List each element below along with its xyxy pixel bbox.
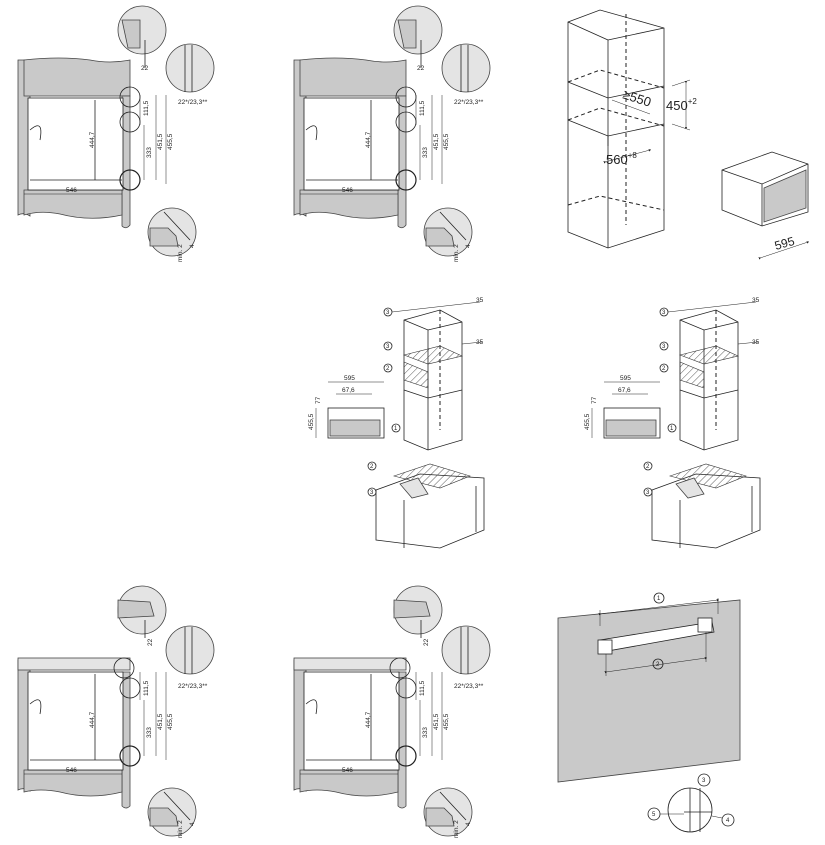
callout-1: 1 xyxy=(670,426,674,432)
callout-1: 1 xyxy=(657,596,661,602)
dim-333: 333 xyxy=(422,727,429,738)
dim-35b: 35 xyxy=(476,339,484,346)
dim-333: 333 xyxy=(146,147,153,158)
dim-455: 455,5 xyxy=(167,713,174,730)
tall-cabinet xyxy=(567,9,665,249)
dim-4: 4 xyxy=(189,822,196,826)
dim-77: 77 xyxy=(315,396,322,404)
dim-min2: min. 2 xyxy=(177,244,184,262)
dim-111: 111,5 xyxy=(143,680,150,696)
dim-35b: 35 xyxy=(752,339,760,346)
dim-333: 333 xyxy=(422,147,429,158)
dim-77: 77 xyxy=(591,396,598,404)
svg-text:2: 2 xyxy=(646,464,650,470)
dim-min2: min. 2 xyxy=(453,820,460,838)
detail-right xyxy=(165,43,215,93)
dim-676: 67,6 xyxy=(618,387,631,394)
dim-546: 546 xyxy=(66,767,77,774)
dim-444: 444,7 xyxy=(89,131,96,148)
dim-444: 444,7 xyxy=(365,711,372,728)
dim-35a: 35 xyxy=(476,297,484,304)
panel-bottom-right: 1 2 3 4 5 xyxy=(557,592,741,833)
callout-2: 2 xyxy=(386,366,390,372)
appliance-width-dim: 595 xyxy=(773,234,796,253)
dim-111: 111,5 xyxy=(419,680,426,696)
dim-22: 22 xyxy=(147,638,154,646)
dim-546: 546 xyxy=(342,767,353,774)
dim-4555: 455,5 xyxy=(584,413,591,430)
callout-3: 3 xyxy=(702,778,706,784)
dim-gap: 22*/23,3** xyxy=(454,683,484,690)
dim-451: 451,5 xyxy=(157,133,164,150)
callout-3: 3 xyxy=(386,310,390,316)
dim-444: 444,7 xyxy=(365,131,372,148)
cabinet-base xyxy=(23,189,123,219)
cabinet-right-wall xyxy=(121,95,131,229)
dim-546: 546 xyxy=(66,187,77,194)
dim-111: 111,5 xyxy=(143,100,150,116)
dim-451: 451,5 xyxy=(157,713,164,730)
appliance-front xyxy=(27,97,124,191)
dim-4: 4 xyxy=(465,244,472,248)
panel-mid-right: 595 67,6 77 455,5 1 3 3 2 35 35 2 3 xyxy=(584,297,761,549)
dim-4555: 455,5 xyxy=(308,413,315,430)
dim-455: 455,5 xyxy=(443,713,450,730)
dim-333: 333 xyxy=(146,727,153,738)
dim-22: 22 xyxy=(417,65,425,72)
dim-gap: 22*/23,3** xyxy=(178,99,208,106)
dim-676: 67,6 xyxy=(342,387,355,394)
door-arc xyxy=(29,125,42,141)
width-dim: 560+8 xyxy=(606,151,637,167)
panel-top-middle: 22 22*/23,3** 111,5 333 451,5 455,5 444,… xyxy=(293,5,491,262)
dim-35a: 35 xyxy=(752,297,760,304)
svg-text:3: 3 xyxy=(646,490,650,496)
dim-455: 455,5 xyxy=(443,133,450,150)
panel-bottom-left: 22 22*/23,3** 111,5 333 451,5 455,5 444,… xyxy=(17,585,215,838)
cabinet-top-board xyxy=(23,57,131,97)
panel-top-left: 22 22*/23,3** 111,5 333 451,5 455,5 444,… xyxy=(17,5,215,262)
callout-5: 5 xyxy=(652,812,656,818)
dim-min2: min. 2 xyxy=(177,820,184,838)
dim-595: 595 xyxy=(344,375,355,382)
dim-min2: min. 2 xyxy=(453,244,460,262)
svg-text:3: 3 xyxy=(662,344,666,350)
callout-4: 4 xyxy=(726,818,730,824)
svg-text:2: 2 xyxy=(370,464,374,470)
dim-22: 22 xyxy=(141,65,149,72)
dim-444: 444,7 xyxy=(89,711,96,728)
panel-mid-middle: 595 67,6 77 455,5 1 3 3 2 35 35 2 3 xyxy=(308,297,485,549)
dim-22: 22 xyxy=(423,638,430,646)
dim-455: 455,5 xyxy=(167,133,174,150)
callout-3: 3 xyxy=(662,310,666,316)
callout-2: 2 xyxy=(656,662,660,668)
callout-2: 2 xyxy=(662,366,666,372)
dim-595: 595 xyxy=(620,375,631,382)
dim-4: 4 xyxy=(189,244,196,248)
dim-546: 546 xyxy=(342,187,353,194)
dim-451: 451,5 xyxy=(433,713,440,730)
dim-gap: 22*/23,3** xyxy=(178,683,208,690)
svg-text:3: 3 xyxy=(386,344,390,350)
height-dim: 450+2 xyxy=(666,97,697,113)
dim-4: 4 xyxy=(465,822,472,826)
panel-bottom-middle: 22 22*/23,3** 111,5 333 451,5 455,5 444,… xyxy=(293,585,491,838)
dim-451: 451,5 xyxy=(433,133,440,150)
panel-top-right: 450+2 ≥550 560+8 595 xyxy=(567,9,810,260)
callout-1: 1 xyxy=(394,426,398,432)
svg-text:3: 3 xyxy=(370,490,374,496)
dim-111: 111,5 xyxy=(419,100,426,116)
dim-gap: 22*/23,3** xyxy=(454,99,484,106)
